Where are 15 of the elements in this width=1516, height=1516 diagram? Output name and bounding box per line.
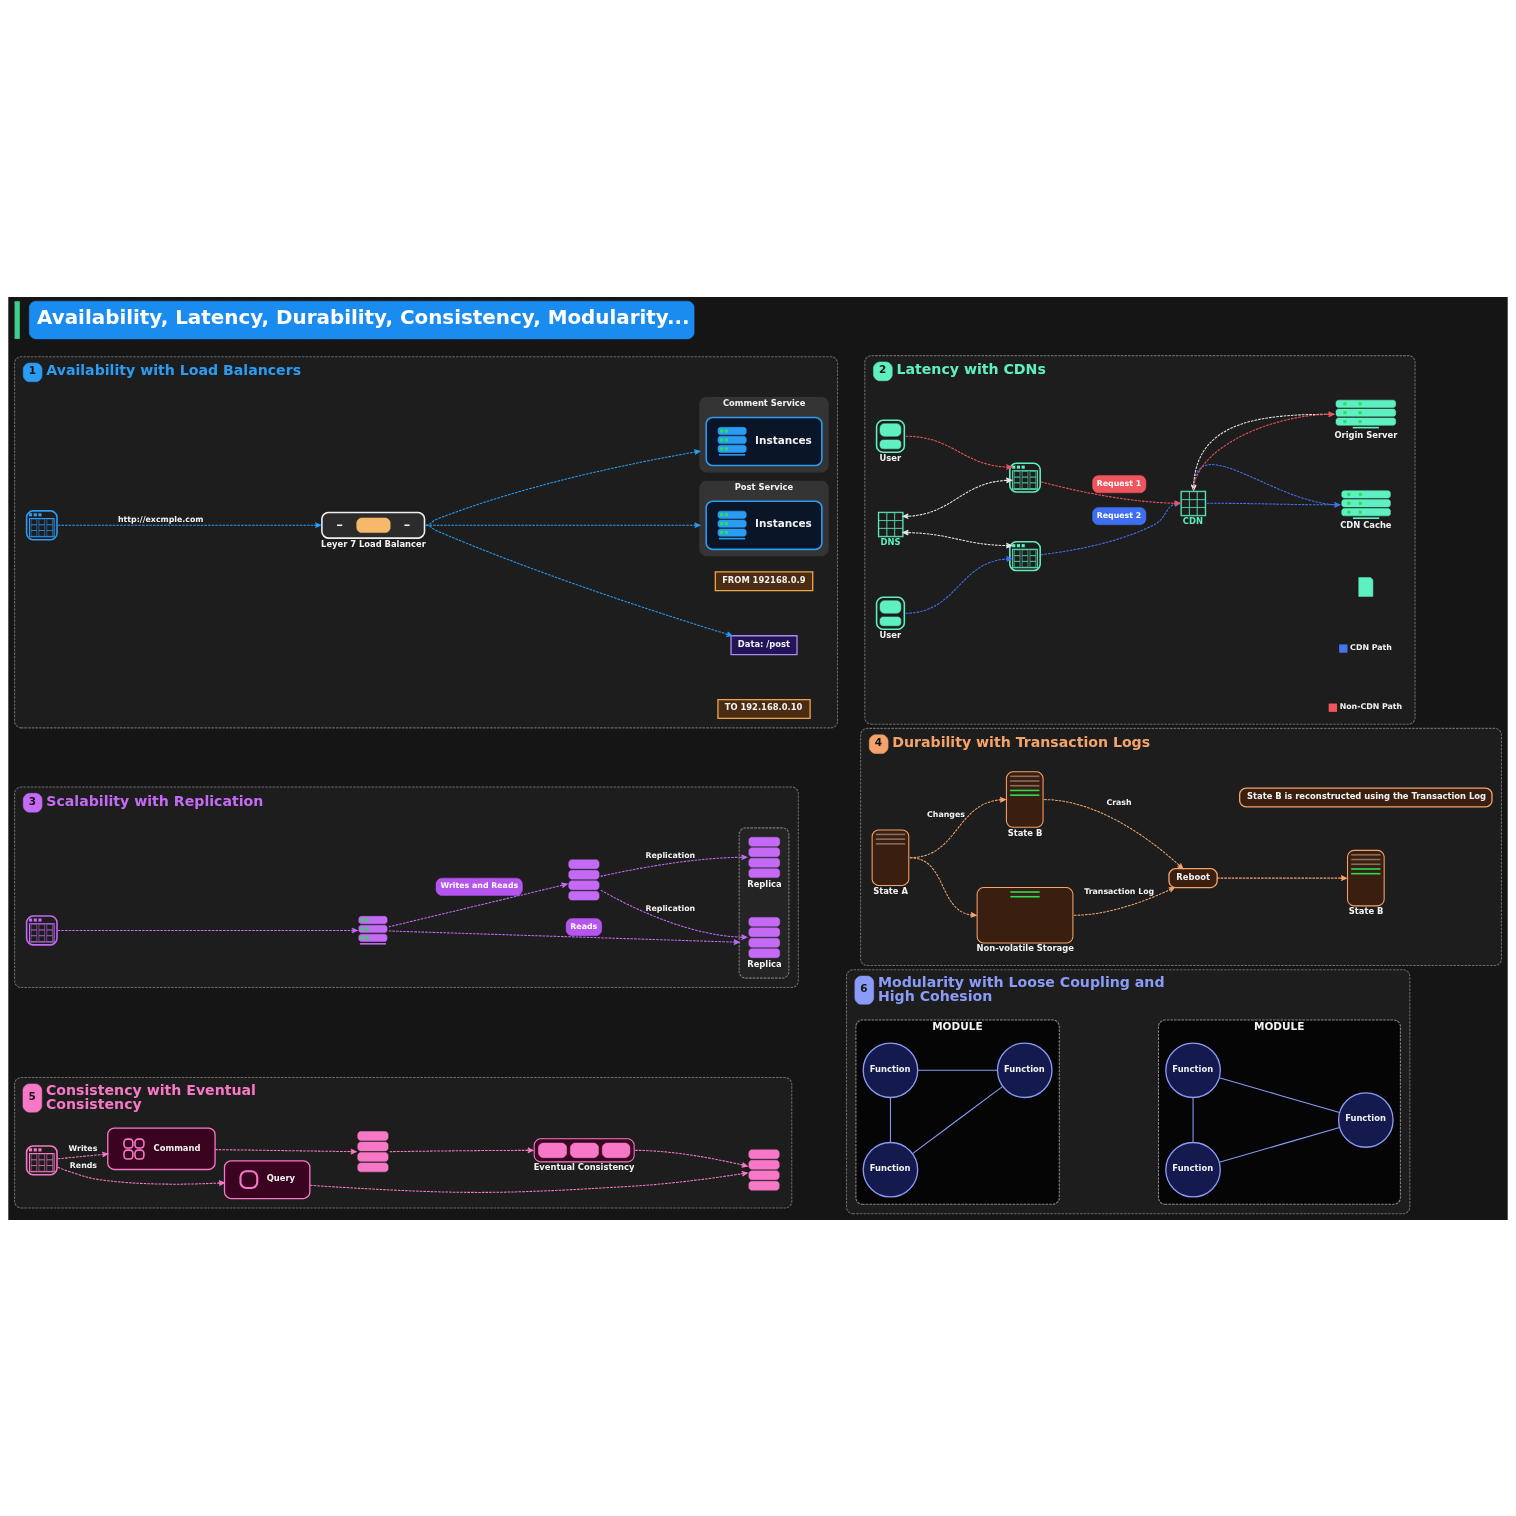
node-label: Eventual Consistency [533, 1161, 635, 1172]
node-label: Replica [747, 878, 782, 889]
node-label: Non-volatile Storage [976, 942, 1074, 953]
node-label: State B [1007, 827, 1043, 838]
node-label: User [879, 452, 902, 463]
diagram-title: Availability, Latency, Durability, Consistency, Modularity... [37, 305, 690, 329]
node-label: State B [1348, 905, 1384, 916]
node-label: Replica [747, 958, 782, 969]
node-label: User [879, 629, 902, 640]
node-label: DNS [880, 536, 901, 547]
node-label: CDN Cache [1340, 519, 1392, 530]
node-label: Leyer 7 Load Balancer [321, 538, 426, 549]
node-label: State A [873, 885, 908, 896]
node-label: CDN [1182, 515, 1203, 526]
node-label: Origin Server [1334, 429, 1398, 440]
